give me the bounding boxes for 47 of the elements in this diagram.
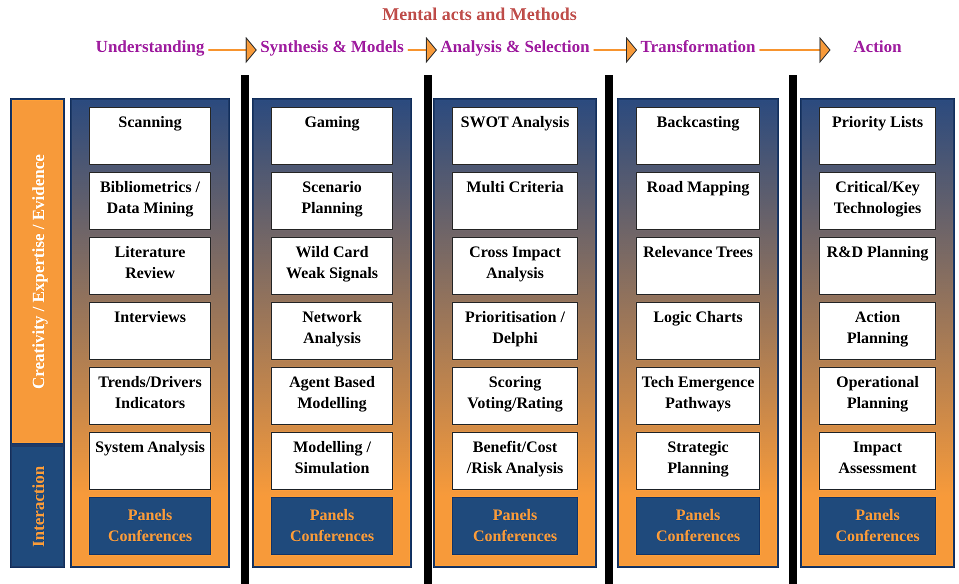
chevron-arrow [594,38,638,62]
method-box: Road Mapping [636,172,760,230]
method-box: Modelling / Simulation [271,432,393,490]
method-box: R&D Planning [819,237,936,295]
method-box: Bibliometrics / Data Mining [89,172,211,230]
method-box: Prioritisation / Delphi [452,302,578,360]
side-band: Interaction [10,445,65,568]
method-box: Impact Assessment [819,432,936,490]
method-box: Priority Lists [819,107,936,165]
method-box: Backcasting [636,107,760,165]
column-heading: Synthesis & Models [259,36,405,57]
column-heading: Understanding [94,36,206,57]
method-box: Network Analysis [271,302,393,360]
chevron-arrow [408,38,437,62]
method-box: Action Planning [819,302,936,360]
method-box: Wild Card Weak Signals [271,237,393,295]
chevron-arrow [759,38,830,62]
interaction-box: Panels Conferences [271,497,393,555]
method-box: Scenario Planning [271,172,393,230]
method-box: SWOT Analysis [452,107,578,165]
method-box: Gaming [271,107,393,165]
method-box: Interviews [89,302,211,360]
side-band: Creativity / Expertise / Evidence [10,98,65,445]
interaction-box: Panels Conferences [89,497,211,555]
method-box: System Analysis [89,432,211,490]
interaction-box: Panels Conferences [636,497,760,555]
method-box: Critical/Key Technologies [819,172,936,230]
method-box: Relevance Trees [636,237,760,295]
method-box: Agent Based Modelling [271,367,393,425]
method-box: Trends/Drivers Indicators [89,367,211,425]
column-heading: Analysis & Selection [439,36,591,57]
method-box: Multi Criteria [452,172,578,230]
column-heading: Action [852,36,903,57]
method-box: Benefit/Cost /Risk Analysis [452,432,578,490]
method-box: Operational Planning [819,367,936,425]
method-box: Scoring Voting/Rating [452,367,578,425]
diagram-title: Mental acts and Methods [381,4,578,25]
interaction-box: Panels Conferences [452,497,578,555]
method-box: Scanning [89,107,211,165]
method-box: Cross Impact Analysis [452,237,578,295]
interaction-box: Panels Conferences [819,497,936,555]
method-box: Logic Charts [636,302,760,360]
column-heading: Transformation [640,36,756,57]
chevron-arrow [208,38,257,62]
method-box: Literature Review [89,237,211,295]
method-box: Tech Emergence Pathways [636,367,760,425]
method-box: Strategic Planning [636,432,760,490]
